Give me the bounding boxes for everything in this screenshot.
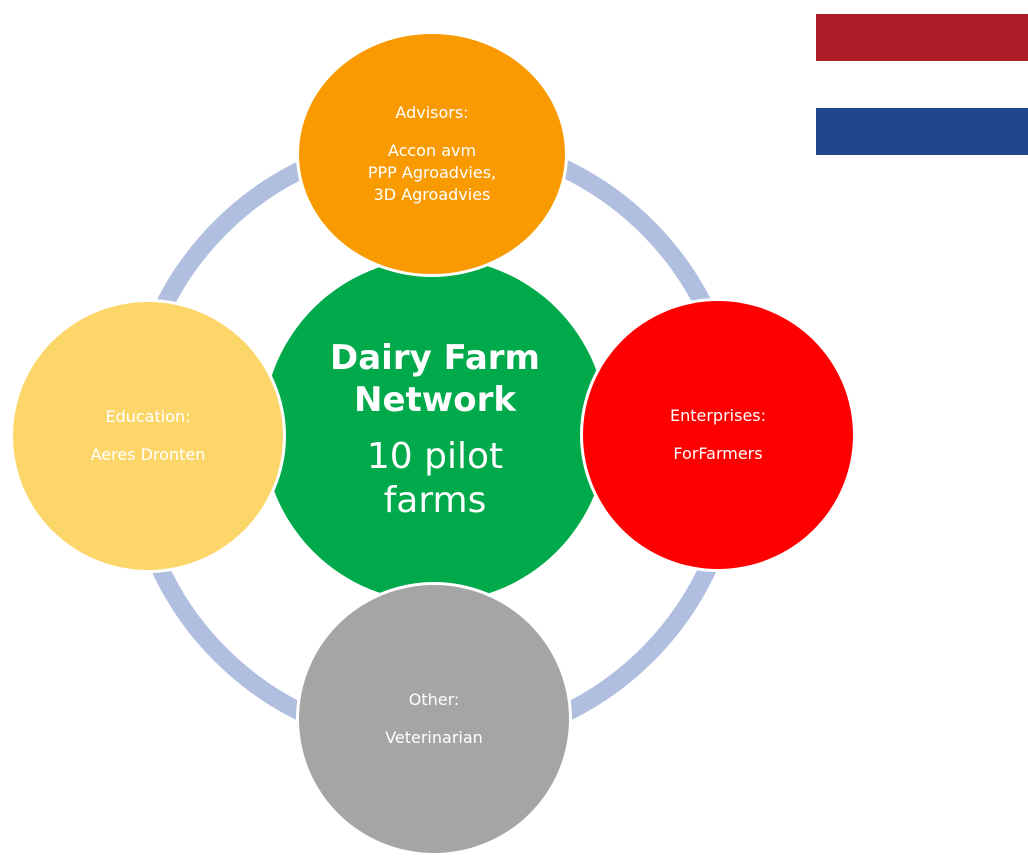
education-heading: Education:: [105, 407, 191, 426]
flag-stripe-blue: [816, 108, 1028, 155]
flag-stripe-red: [816, 14, 1028, 61]
enterprises-node: Enterprises: ForFarmers: [580, 298, 856, 572]
flag-stripe-white: [816, 61, 1028, 108]
advisors-node: Advisors: Accon avm PPP Agroadvies, 3D A…: [296, 31, 568, 277]
center-title-line2: Network: [354, 380, 516, 420]
other-node: Other: Veterinarian: [296, 582, 572, 856]
netherlands-flag-icon: [816, 14, 1028, 156]
other-item: Veterinarian: [385, 728, 483, 747]
center-title-line1: Dairy Farm: [330, 338, 540, 378]
other-heading: Other:: [408, 690, 460, 709]
center-subtitle-line2: farms: [383, 480, 487, 521]
enterprises-item: ForFarmers: [673, 444, 763, 463]
advisors-item: 3D Agroadvies: [373, 185, 491, 204]
advisors-heading: Advisors:: [395, 103, 469, 122]
center-subtitle-line1: 10 pilot: [366, 436, 504, 477]
enterprises-heading: Enterprises:: [669, 406, 767, 425]
advisors-item: Accon avm: [387, 141, 477, 160]
center-node: Dairy Farm Network 10 pilot farms: [263, 258, 607, 602]
education-node: Education: Aeres Dronten: [10, 299, 286, 573]
advisors-item: PPP Agroadvies,: [367, 163, 497, 182]
education-item: Aeres Dronten: [90, 445, 206, 464]
